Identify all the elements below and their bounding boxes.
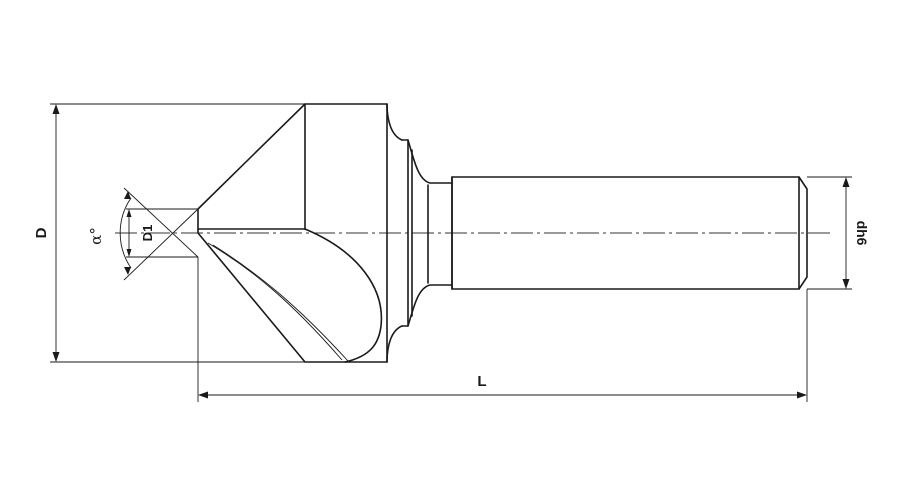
dimension-l: L [197,257,808,402]
dh6-label: dh6 [854,221,870,246]
angle-arrow-top [124,191,131,199]
dimension-d1: D1 [126,209,155,257]
flute-groove-2 [212,244,349,362]
d1-arrow-top [126,209,132,217]
dh6-arrow-bottom [842,279,850,289]
tip-detail [123,187,199,281]
dh6-arrow-top [842,177,850,187]
dimension-d: D [33,103,305,363]
d-arrow-top [52,104,60,114]
tip-cross-2 [123,208,199,281]
l-arrow-left [198,391,208,399]
l-label: L [477,373,486,390]
angle-arc [119,197,132,269]
neck-lower [401,284,453,327]
dimension-dh6: dh6 [807,176,870,290]
shank [451,176,808,290]
angle-arrow-bottom [124,267,131,275]
head-back-chamfer [386,103,403,363]
flute-groove-1 [207,242,343,361]
flute-curve [304,228,383,363]
dimension-angle: α° [87,191,132,275]
d1-arrow-bottom [126,249,132,257]
d1-label: D1 [140,225,155,242]
angle-label: α° [87,227,105,245]
tip-cross-1 [123,187,199,258]
d-label: D [33,227,50,238]
l-arrow-right [797,391,807,399]
neck-upper [401,139,453,184]
d-arrow-bottom [52,352,60,362]
